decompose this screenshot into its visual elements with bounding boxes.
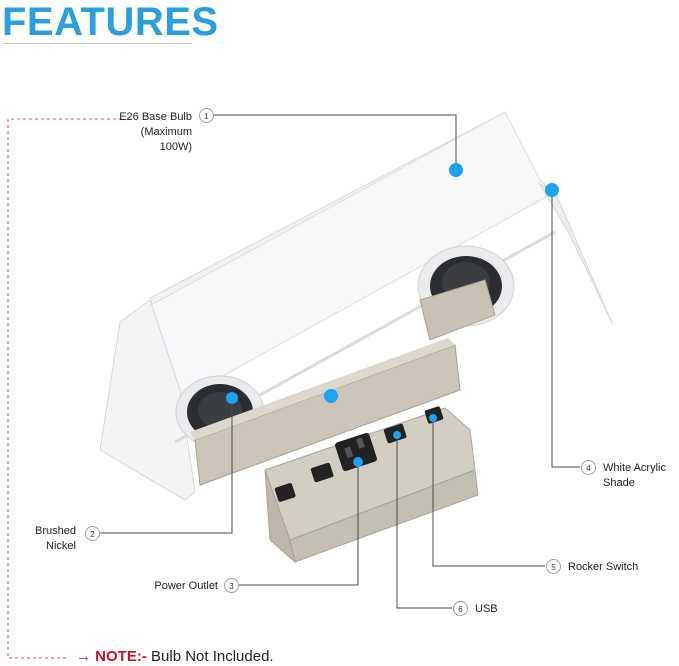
callout-label-4: White Acrylic Shade (603, 461, 666, 491)
callout-badge-3: 3 (224, 578, 239, 593)
power-outlet (335, 432, 377, 472)
note-leader-line (7, 118, 122, 659)
note-text: Bulb Not Included. (146, 648, 274, 665)
callout-dot-5 (429, 414, 437, 422)
callout-dot-brushed (324, 389, 338, 403)
note: → NOTE:- Bulb Not Included. (76, 648, 274, 665)
callout-2-line1: Brushed (35, 525, 76, 537)
shade-left-front (99, 299, 196, 501)
callout-dot-2 (226, 392, 238, 404)
callout-label-1: E26 Base Bulb (Maximum 100W) (106, 110, 192, 155)
title-underline (2, 43, 192, 44)
shade-right-side (538, 182, 614, 326)
callout-badge-1: 1 (199, 108, 214, 123)
callout-4-line2: Shade (603, 477, 635, 489)
callout-1-line1: E26 Base Bulb (119, 111, 192, 123)
page-title: FEATURES (2, 0, 219, 44)
callout-label-2: Brushed Nickel (20, 524, 76, 554)
callout-badge-5: 5 (546, 559, 561, 574)
callout-label-5: Rocker Switch (568, 561, 639, 573)
callout-label-3: Power Outlet (154, 580, 218, 592)
callout-dot-3 (353, 457, 363, 467)
note-arrow: → (76, 648, 91, 665)
callout-label-6: USB (475, 603, 498, 615)
callout-badge-6: 6 (453, 601, 468, 616)
callout-4-line1: White Acrylic (603, 462, 666, 474)
callout-dot-1 (449, 163, 463, 177)
callout-badge-4: 4 (581, 460, 596, 475)
callout-1-line2: (Maximum 100W) (140, 126, 192, 153)
note-prefix: NOTE:- (95, 648, 147, 665)
callout-badge-2: 2 (85, 526, 100, 541)
callout-dot-4 (545, 183, 559, 197)
callout-dot-6 (393, 431, 401, 439)
callout-2-line2: Nickel (46, 540, 76, 552)
